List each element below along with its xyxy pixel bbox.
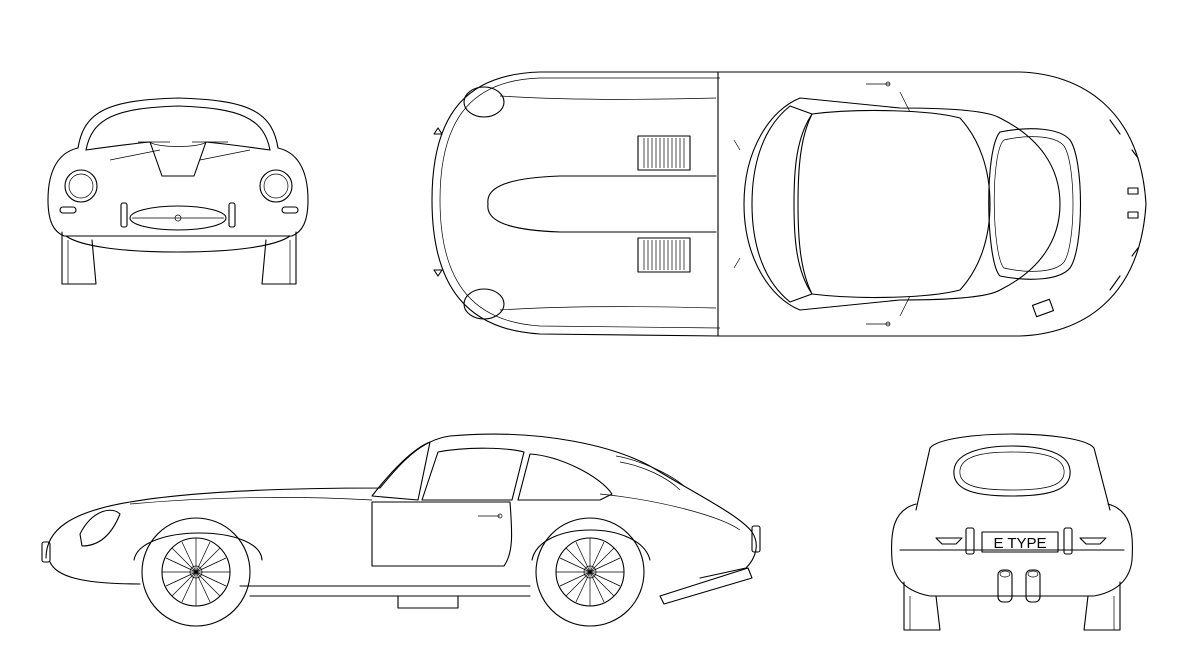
rear-view: E TYPE	[891, 433, 1133, 631]
front-view	[47, 97, 309, 285]
top-view	[431, 71, 1147, 337]
side-view	[41, 433, 761, 627]
plate-text: E TYPE	[993, 535, 1046, 552]
number-plate	[981, 531, 1059, 553]
